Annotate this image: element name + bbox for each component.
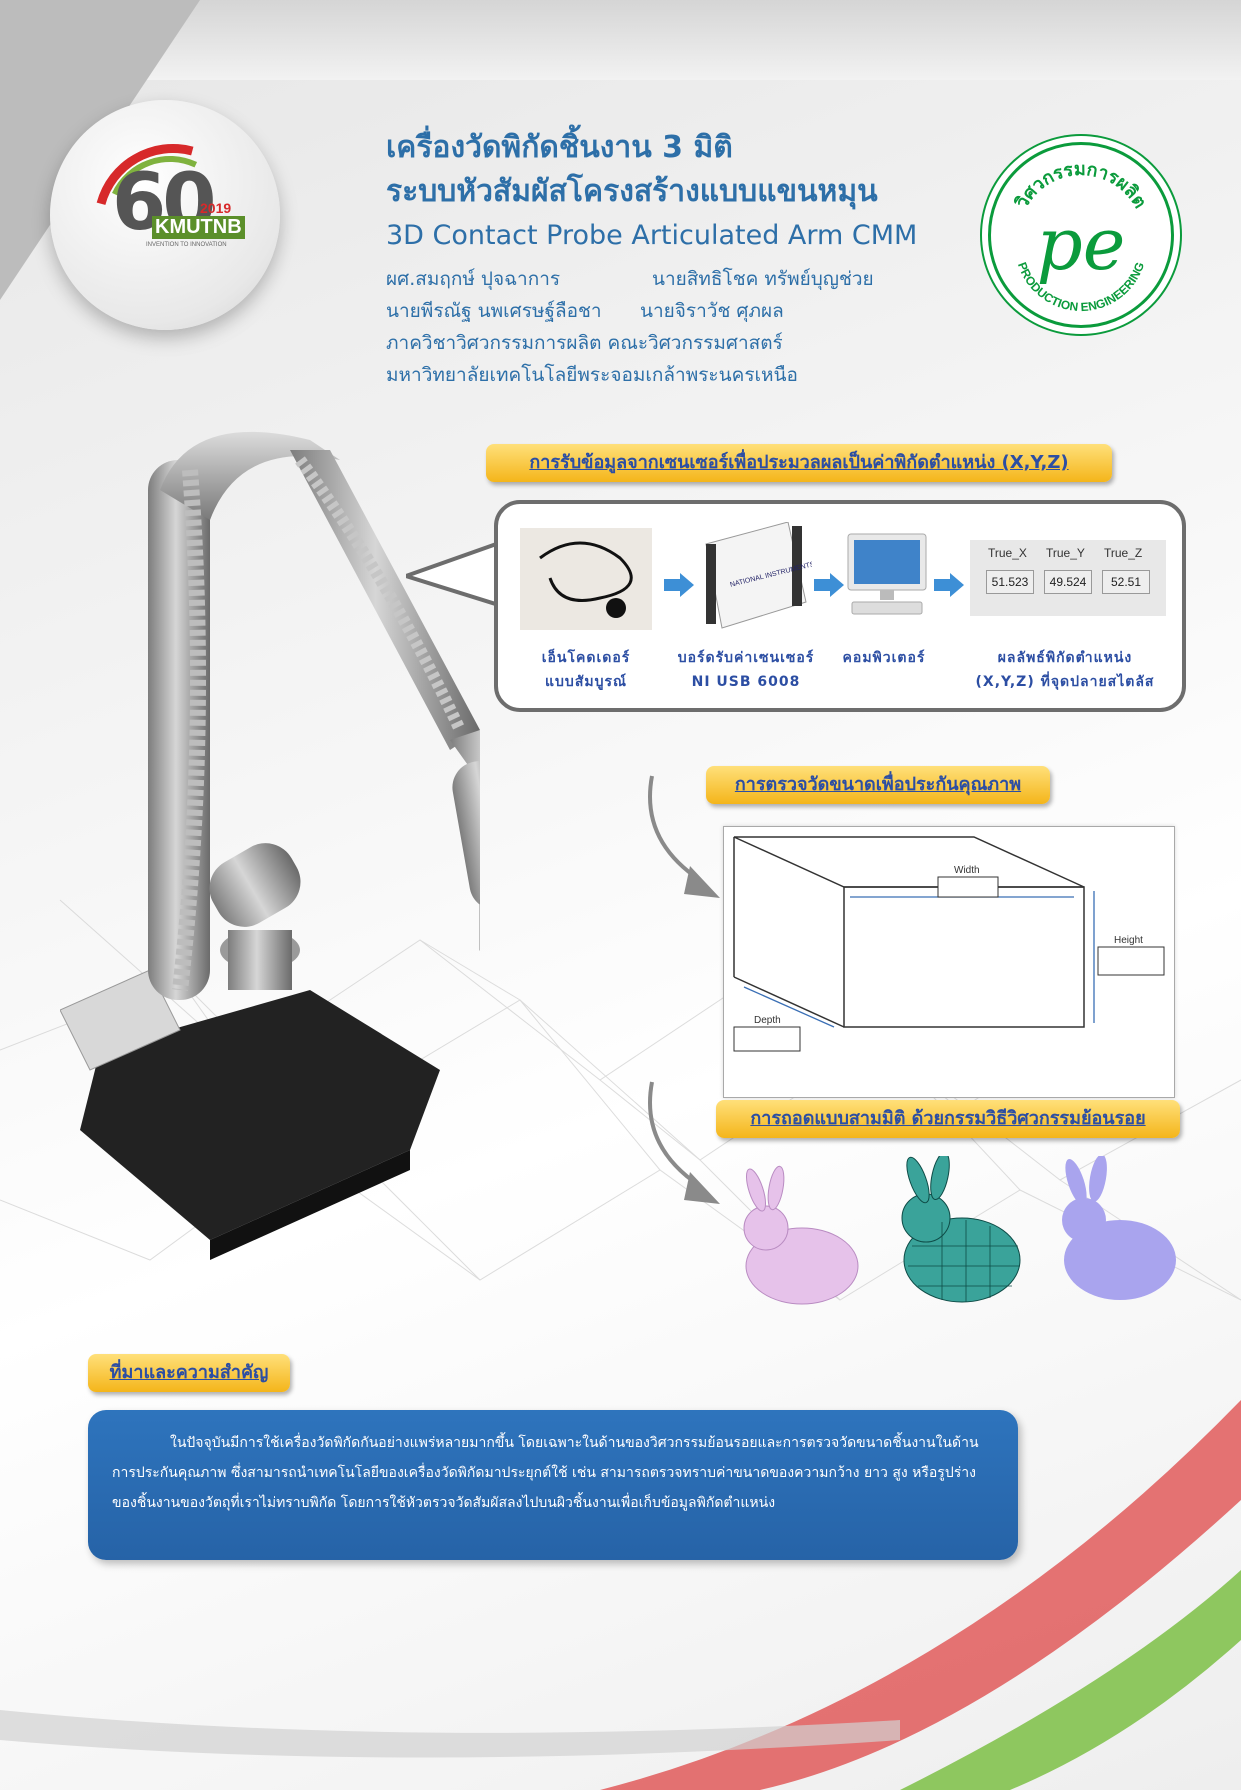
pe-mark-icon: วิศวกรรมการผลิต PRODUCTION ENGINEERING p… bbox=[1011, 159, 1150, 314]
university: มหาวิทยาลัยเทคโนโลยีพระจอมเกล้าพระนครเหน… bbox=[386, 364, 798, 386]
author-2: นายสิทธิโชค ทรัพย์บุญช่วย bbox=[652, 268, 874, 290]
production-engineering-logo: วิศวกรรมการผลิต PRODUCTION ENGINEERING p… bbox=[988, 142, 1174, 328]
department: ภาควิชาวิศวกรรมการผลิต คณะวิศวกรรมศาสตร์ bbox=[386, 332, 783, 354]
readout-value-z: 52.51 bbox=[1102, 570, 1150, 594]
section-label-data-acquisition: การรับข้อมูลจากเซนเซอร์เพื่อประมวลผลเป็น… bbox=[486, 444, 1112, 482]
box-drawing: Width Height Depth bbox=[733, 836, 1165, 1052]
encoder-photo bbox=[520, 528, 652, 630]
kmutnb-logo: 60 2019 KMUTNB INVENTION TO INNOVATION bbox=[50, 100, 281, 331]
logo-name: KMUTNB bbox=[152, 216, 245, 239]
curved-arrow-icon bbox=[648, 775, 720, 898]
title-thai-line1: เครื่องวัดพิกัดชิ้นงาน 3 มิติ bbox=[386, 130, 733, 165]
pe-monogram: pe bbox=[1037, 202, 1126, 286]
dim-label-width: Width bbox=[954, 865, 980, 876]
coordinate-readout: True_X True_Y True_Z 51.523 49.524 52.51 bbox=[970, 540, 1166, 616]
background-text: ในปัจจุบันมีการใช้เครื่องวัดพิกัดกันอย่า… bbox=[112, 1435, 979, 1511]
author-4: นายจิราวัช ศุภผล bbox=[640, 300, 784, 322]
readout-header-y: True_Y bbox=[1046, 546, 1085, 560]
articulated-arm-cmm-image bbox=[60, 431, 480, 1260]
bunny-models bbox=[743, 1156, 1176, 1305]
component-label-computer: คอมพิวเตอร์ bbox=[842, 650, 926, 666]
section-label-background: ที่มาและความสำคัญ bbox=[88, 1354, 290, 1392]
curved-arrow-icon bbox=[648, 1081, 720, 1204]
logo-year: 2019 bbox=[200, 200, 232, 216]
computer-icon bbox=[847, 533, 927, 615]
dimension-diagram: Width Height Depth bbox=[723, 826, 1175, 1098]
author-1: ผศ.สมฤกษ์ ปุจฉาการ bbox=[386, 268, 561, 290]
title-english: 3D Contact Probe Articulated Arm CMM bbox=[386, 220, 918, 251]
background-info-panel: ในปัจจุบันมีการใช้เครื่องวัดพิกัดกันอย่า… bbox=[88, 1410, 1018, 1560]
callout-pointer bbox=[406, 540, 502, 609]
logo-tagline: INVENTION TO INNOVATION bbox=[146, 242, 227, 248]
title-thai-line2: ระบบหัวสัมผัสโครงสร้างแบบแขนหมุน bbox=[386, 174, 878, 209]
readout-value-y: 49.524 bbox=[1044, 570, 1092, 594]
section-label-reverse-engineering: การถอดแบบสามมิติ ด้วยกรรมวิธีวิศวกรรมย้อ… bbox=[716, 1100, 1180, 1138]
readout-header-x: True_X bbox=[988, 546, 1027, 560]
author-3: นายพีรณัฐ นพเศรษฐ์ลือชา bbox=[386, 300, 602, 322]
component-label-daq: บอร์ดรับค่าเซนเซอร์ NI USB 6008 bbox=[677, 650, 815, 690]
component-label-encoder: เอ็นโคดเดอร์ แบบสัมบูรณ์ bbox=[541, 650, 631, 690]
decorative-swoosh bbox=[0, 1400, 1241, 1790]
bunny-point-cloud bbox=[743, 1165, 859, 1305]
readout-value-x: 51.523 bbox=[986, 570, 1034, 594]
arrow-right-icon bbox=[934, 573, 964, 597]
dim-label-depth: Depth bbox=[754, 1015, 781, 1026]
daq-board-image: NATIONAL INSTRUMENTS bbox=[705, 522, 812, 629]
top-band bbox=[0, 0, 1241, 80]
dim-label-height: Height bbox=[1114, 935, 1143, 946]
component-label-result: ผลลัพธ์พิกัดตำแหน่ง (X,Y,Z) ที่จุดปลายสไ… bbox=[975, 650, 1155, 690]
arrow-right-icon bbox=[664, 573, 694, 597]
arrow-right-icon bbox=[814, 573, 844, 597]
bunny-mesh bbox=[901, 1156, 1021, 1303]
section-label-quality-inspection: การตรวจวัดขนาดเพื่อประกันคุณภาพ bbox=[706, 766, 1050, 804]
bunny-surface bbox=[1062, 1156, 1176, 1300]
readout-header-z: True_Z bbox=[1104, 546, 1143, 560]
